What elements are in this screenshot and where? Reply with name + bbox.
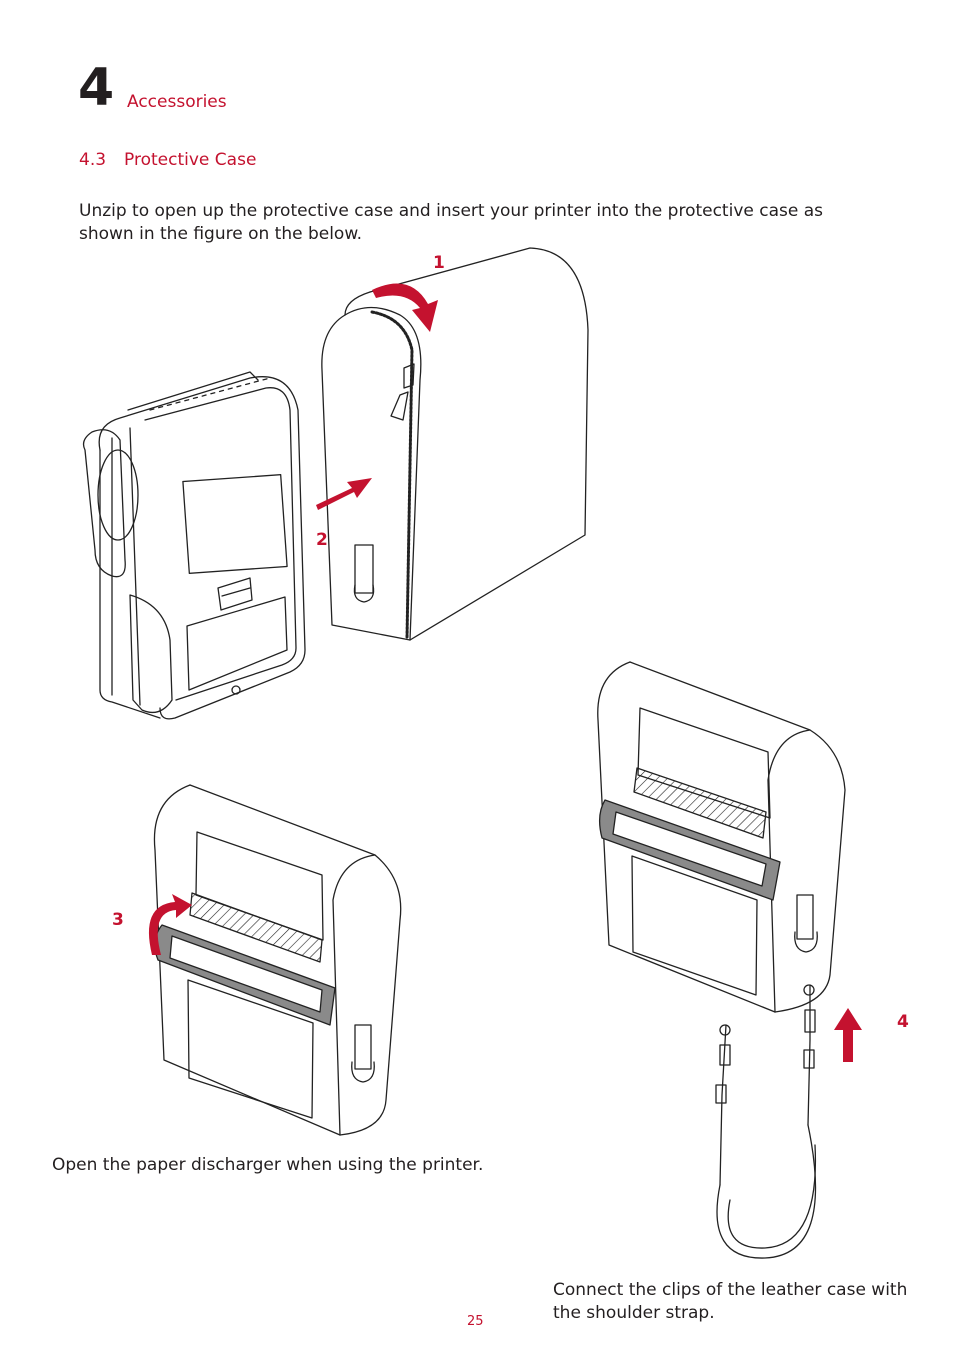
arrow-3-icon	[148, 894, 192, 955]
step-label-3: 3	[112, 910, 124, 930]
caption-shoulder-strap: Connect the clips of the leather case wi…	[553, 1280, 908, 1323]
case-with-strap-drawing	[597, 661, 846, 1259]
chapter-number: 4	[78, 58, 115, 118]
case-flap-open-drawing	[153, 784, 402, 1136]
page-number: 25	[467, 1314, 484, 1329]
intro-paragraph: Unzip to open up the protective case and…	[79, 201, 824, 244]
section-heading: 4.3 Protective Case	[79, 150, 256, 170]
arrow-1-icon	[372, 283, 438, 332]
section-number: 4.3	[79, 150, 107, 170]
open-case-drawing	[321, 247, 589, 641]
caption-paper-discharger: Open the paper discharger when using the…	[52, 1155, 484, 1175]
arrow-2-icon	[316, 478, 372, 510]
step-label-4: 4	[897, 1012, 909, 1032]
chapter-title: Accessories	[127, 92, 227, 112]
arrow-4-icon	[834, 1008, 862, 1062]
section-title: Protective Case	[124, 150, 257, 170]
step-label-2: 2	[316, 530, 328, 550]
step-label-1: 1	[433, 253, 445, 273]
printer-drawing	[82, 371, 306, 720]
